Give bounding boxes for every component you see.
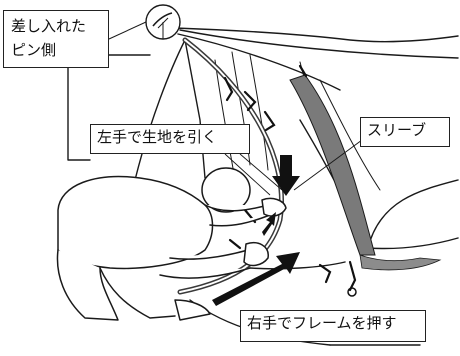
ground-shade	[359, 254, 442, 271]
arrow-icon	[212, 252, 300, 306]
pull-leader-lines	[224, 153, 283, 196]
pin-leader-line	[108, 21, 147, 40]
pull-fabric-label: 左手で生地を引く	[90, 124, 250, 154]
pin-side-label: 差し入れた ピン側	[3, 10, 109, 68]
sleeve-leader-line	[293, 139, 363, 191]
sleeve-band	[289, 74, 376, 256]
pin-detail-circle	[145, 4, 181, 40]
sleeve-label: スリーブ	[360, 117, 450, 147]
arrow-icon	[262, 212, 276, 236]
person-figure	[56, 167, 287, 321]
pin-side-text: 差し入れた ピン側	[11, 17, 87, 59]
pull-fabric-text: 左手で生地を引く	[97, 128, 218, 146]
push-frame-label: 右手でフレームを押す	[240, 310, 426, 342]
push-frame-text: 右手でフレームを押す	[247, 314, 397, 332]
arrow-icon	[272, 155, 300, 196]
ground-ring	[347, 287, 357, 297]
sleeve-text: スリーブ	[367, 121, 427, 139]
